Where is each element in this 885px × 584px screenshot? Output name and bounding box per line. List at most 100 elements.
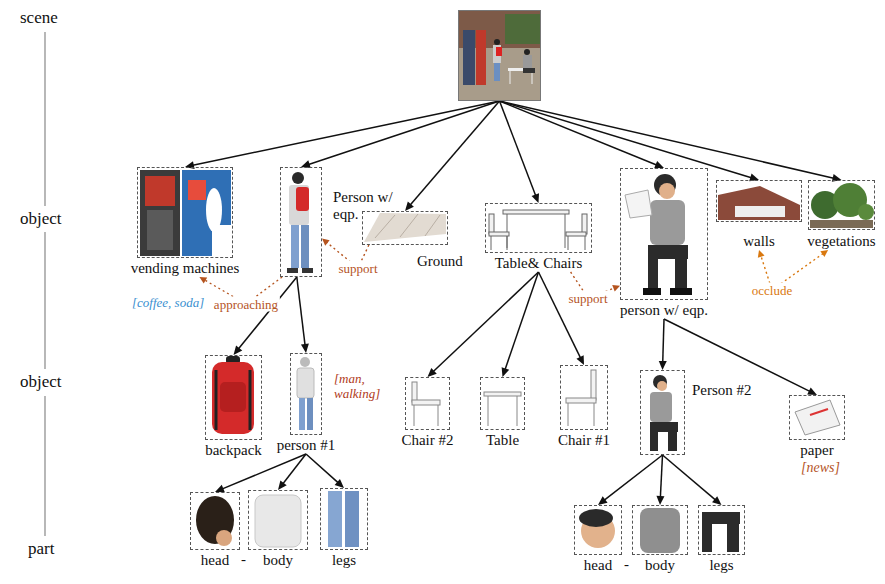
parse-node: person w/ eqp. <box>620 168 708 319</box>
scene-photo <box>458 10 541 101</box>
legs-picture <box>702 512 740 552</box>
decomposition-arrow <box>500 101 842 182</box>
decomposition-arrow <box>301 101 500 168</box>
person-picture <box>307 398 313 430</box>
table-chairs-picture <box>568 236 569 250</box>
ground-picture <box>400 214 418 237</box>
vending-machine-picture <box>188 180 206 200</box>
level-label: part <box>28 539 54 559</box>
body-picture <box>255 495 301 547</box>
parse-node: body <box>248 490 308 569</box>
node-caption: backpack <box>205 441 262 459</box>
parse-node: head <box>574 505 622 574</box>
table-chairs-picture <box>566 232 586 236</box>
table-chairs-picture <box>507 236 508 250</box>
decomposition-arrow <box>428 272 539 377</box>
connector-line <box>239 277 297 349</box>
connector-line <box>500 101 834 178</box>
dashed-frame <box>458 10 541 101</box>
table-picture <box>484 392 521 396</box>
connector-line <box>193 101 500 165</box>
paper-picture <box>795 400 840 435</box>
decomposition-arrow <box>500 101 760 181</box>
walking-person-picture <box>296 187 309 211</box>
dashed-frame <box>560 365 608 430</box>
dashed-frame <box>789 395 845 440</box>
seated-person-picture <box>675 245 687 290</box>
connector-line <box>500 101 536 196</box>
vending-machine-picture <box>206 188 222 232</box>
level-label: object <box>20 209 62 229</box>
parse-node: Person #2 <box>640 370 685 455</box>
dashed-frame <box>716 180 802 222</box>
scene-photo <box>496 47 502 56</box>
chair-picture <box>591 370 596 400</box>
scene-photo <box>505 14 541 44</box>
parse-node: paper <box>789 395 845 459</box>
arrowhead <box>322 239 330 246</box>
dashed-frame <box>485 203 592 253</box>
dashed-frame <box>640 370 685 455</box>
node-caption: Table <box>486 431 519 449</box>
decomposition-arrow <box>500 101 540 203</box>
table-chairs-picture <box>491 236 492 250</box>
decomposition-arrow <box>539 272 585 365</box>
arrowhead <box>335 479 344 488</box>
arrowhead <box>199 277 207 284</box>
parse-node: walls <box>716 180 802 250</box>
arrowhead <box>758 250 765 258</box>
backpack-picture <box>215 370 218 430</box>
relation-dash: - <box>624 556 629 573</box>
connector-line <box>663 455 716 500</box>
vending-machine-picture <box>140 170 231 256</box>
node-caption: Person #2 <box>692 382 752 399</box>
paper-picture <box>810 409 828 415</box>
seated-person-picture <box>650 392 672 422</box>
decomposition-arrow <box>659 319 667 370</box>
arrowhead <box>576 355 584 365</box>
scene-photo <box>494 39 500 45</box>
decomposition-arrow <box>663 455 722 505</box>
arrowhead <box>820 250 828 257</box>
decomposition-arrow <box>405 101 500 211</box>
seated-person-picture <box>659 183 675 199</box>
parse-node: head <box>190 492 240 569</box>
arrowhead <box>659 361 667 370</box>
parse-node: vending machines <box>137 167 233 277</box>
dashed-frame <box>574 505 622 555</box>
dashed-frame <box>137 167 233 258</box>
vending-machine-picture <box>145 176 175 206</box>
relation-label: support <box>337 261 380 276</box>
dashed-frame <box>190 492 240 550</box>
table-chairs-picture <box>565 214 566 248</box>
legs-picture <box>328 491 359 547</box>
node-caption: Ground <box>417 253 463 270</box>
seated-person-picture <box>625 190 652 218</box>
arrowhead <box>807 387 817 395</box>
axis-line <box>44 32 45 536</box>
parse-node: Chair #2 <box>405 377 450 449</box>
connector-line <box>306 454 338 483</box>
parse-node: Person w/ eqp. <box>280 167 322 277</box>
chair-picture <box>594 403 595 426</box>
chair-picture <box>438 405 439 426</box>
dashed-frame <box>248 490 308 550</box>
vegetation-picture <box>810 183 874 228</box>
scene-photo <box>458 10 541 101</box>
decomposition-arrow <box>185 101 500 169</box>
node-caption: head <box>201 551 229 569</box>
arrowhead <box>612 285 620 292</box>
walking-person-picture <box>289 185 309 225</box>
axis-line <box>44 32 45 206</box>
decomposition-arrow <box>297 277 309 353</box>
dashed-frame <box>632 505 688 555</box>
body-picture <box>255 495 301 547</box>
connector-line <box>433 272 538 372</box>
dashed-frame <box>808 180 875 230</box>
head-picture <box>196 496 234 546</box>
node-caption: body <box>645 556 675 574</box>
attribute-label: [man, walking] <box>334 372 386 402</box>
seated-person-picture <box>650 200 685 245</box>
connector-line <box>660 455 662 497</box>
